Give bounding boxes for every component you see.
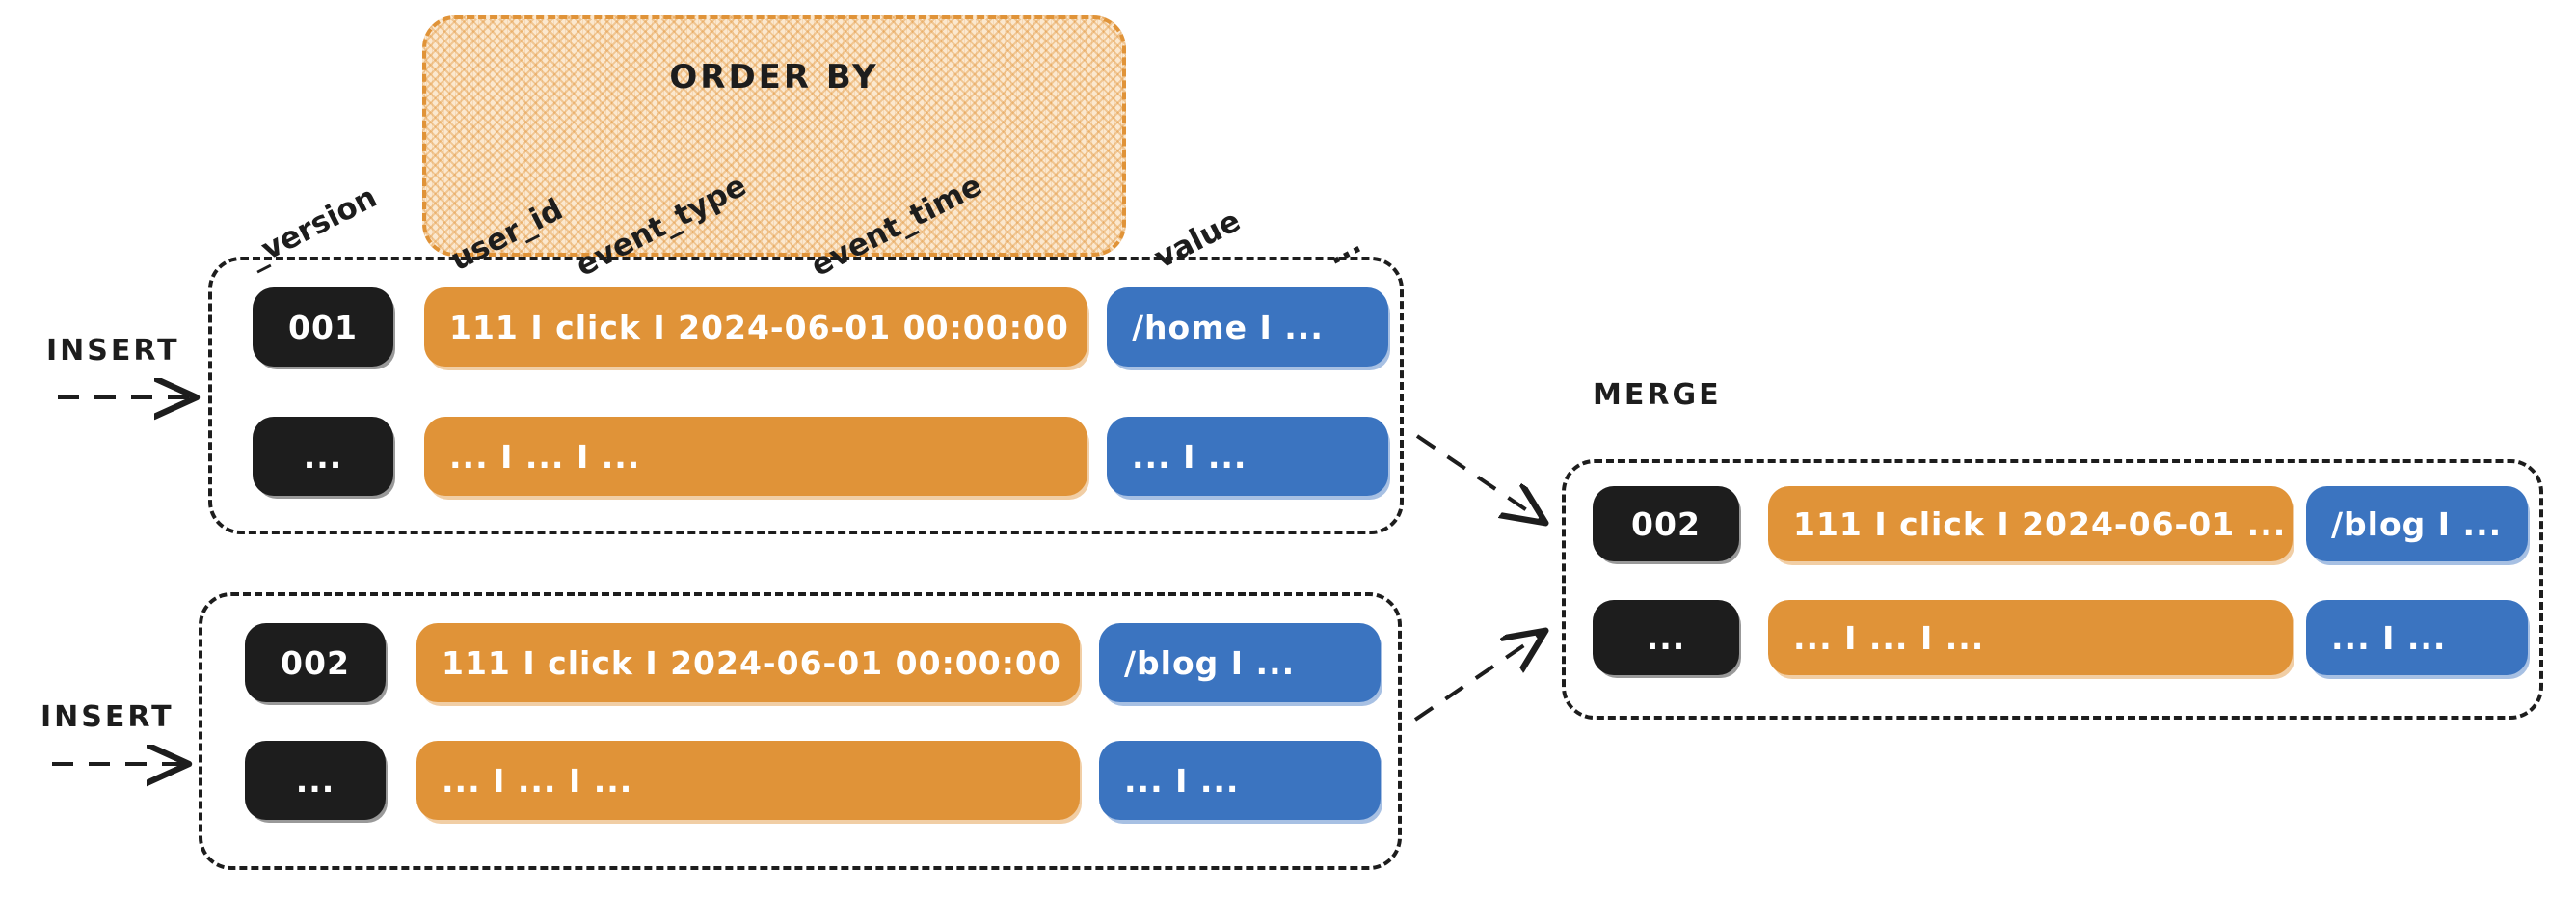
insert-block-2 xyxy=(199,592,1402,870)
version-badge-001: 001 xyxy=(253,287,393,367)
version-badge-002: 002 xyxy=(245,623,386,702)
merged-sorting-key-cell-row2: ... I ... I ... xyxy=(1768,600,2293,675)
version-badge-ellipsis-2: ... xyxy=(245,741,386,820)
merged-version-badge-ellipsis: ... xyxy=(1593,600,1739,675)
value-cell-row2: ... I ... xyxy=(1107,417,1388,496)
merged-version-badge-002: 002 xyxy=(1593,486,1739,561)
order-by-title: ORDER BY xyxy=(669,58,879,96)
value-cell-row4: ... I ... xyxy=(1099,741,1381,820)
merged-value-cell-row2: ... I ... xyxy=(2306,600,2528,675)
sorting-key-cell-row1: 111 I click I 2024-06-01 00:00:00 xyxy=(424,287,1087,367)
merged-sorting-key-cell-row1: 111 I click I 2024-06-01 ... xyxy=(1768,486,2293,561)
insert-label-bottom: INSERT xyxy=(40,700,174,734)
insert-block-1 xyxy=(208,257,1404,534)
sorting-key-cell-row3: 111 I click I 2024-06-01 00:00:00 xyxy=(416,623,1080,702)
sorting-key-cell-row2: ... I ... I ... xyxy=(424,417,1087,496)
merge-arrow-from-block-2 xyxy=(1413,633,1543,722)
merge-arrow-from-block-1 xyxy=(1415,434,1543,521)
value-cell-row1: /home I ... xyxy=(1107,287,1388,367)
insert-label-top: INSERT xyxy=(46,334,180,368)
order-by-panel: ORDER BY xyxy=(422,15,1126,257)
merge-label: MERGE xyxy=(1593,378,1722,412)
version-badge-ellipsis-1: ... xyxy=(253,417,393,496)
merge-block xyxy=(1562,459,2543,720)
merged-value-cell-row1: /blog I ... xyxy=(2306,486,2528,561)
sorting-key-cell-row4: ... I ... I ... xyxy=(416,741,1080,820)
value-cell-row3: /blog I ... xyxy=(1099,623,1381,702)
